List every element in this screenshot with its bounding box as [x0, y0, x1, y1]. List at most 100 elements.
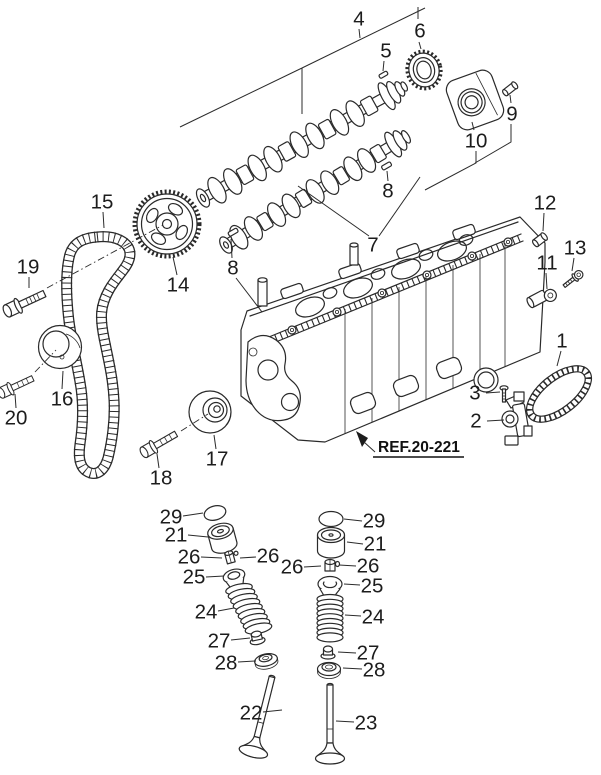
- callout-29: 29: [160, 506, 183, 529]
- callout-25: 25: [183, 566, 206, 589]
- callout-26: 26: [178, 546, 201, 569]
- valve-lifter-left: [207, 522, 238, 554]
- ref-arrow-icon: [356, 431, 368, 447]
- leader-line: [474, 124, 512, 164]
- leader-line: [14, 393, 17, 409]
- leader-line: [205, 575, 225, 578]
- woodruff-key-8a: [381, 161, 393, 171]
- cam-bearing-housing: [445, 69, 505, 131]
- leader-line: [346, 541, 364, 545]
- exhaust-valve: [314, 682, 346, 765]
- leader-line: [542, 212, 545, 232]
- callout-27: 27: [357, 642, 380, 665]
- leader-line: [335, 720, 355, 723]
- valve-stem-seal-left: [249, 630, 266, 646]
- callout-17: 17: [206, 448, 229, 471]
- valve-spring-right: [316, 593, 344, 643]
- axis-line-20-16: [34, 349, 57, 373]
- spring-retainer-left: [222, 568, 246, 589]
- belt-idler-pulley: [188, 390, 232, 434]
- belt-tensioner-pulley: [37, 324, 83, 370]
- callout-4: 4: [353, 8, 364, 31]
- leader-line: [303, 565, 322, 568]
- leader-line: [556, 350, 562, 367]
- leader-line: [424, 151, 477, 191]
- screw-13: [562, 269, 584, 289]
- leader-line: [418, 41, 422, 50]
- sensor-bolt-11: [526, 288, 557, 309]
- callout-27: 27: [208, 630, 231, 653]
- callout-8: 8: [382, 180, 393, 203]
- callout-26: 26: [281, 556, 304, 579]
- leader-line: [485, 391, 501, 394]
- callout-24: 24: [195, 601, 218, 624]
- leader-line: [545, 272, 548, 290]
- callout-7: 7: [367, 234, 378, 257]
- valve-stem-seal-right: [320, 645, 336, 660]
- valve-keepers-left: [224, 550, 239, 565]
- leader-line: [301, 7, 426, 69]
- screw-3: [499, 385, 509, 403]
- callout-5: 5: [380, 40, 391, 63]
- valve-shim-right: [318, 510, 344, 528]
- cylinder-head: [240, 216, 546, 443]
- callout-25: 25: [361, 575, 384, 598]
- callout-26: 26: [257, 545, 280, 568]
- leader-line: [486, 419, 505, 422]
- leader-line: [343, 583, 361, 586]
- callout-28: 28: [363, 659, 386, 682]
- camshaft-intake: [195, 80, 409, 208]
- leader-line: [358, 28, 361, 39]
- callout-6: 6: [414, 20, 425, 43]
- leader-line: [571, 257, 575, 272]
- valve-shim-left: [203, 505, 227, 521]
- callout-1: 1: [556, 330, 567, 353]
- leader-line: [344, 614, 362, 617]
- bolt-9: [502, 81, 519, 97]
- leader-line: [471, 121, 475, 131]
- intake-valve: [238, 674, 276, 759]
- valve-lifter-right: [316, 526, 346, 559]
- camshaft-sprocket-small: [405, 49, 443, 91]
- callout-24: 24: [362, 606, 385, 629]
- leader-line: [172, 256, 178, 276]
- leader-line: [179, 67, 303, 128]
- axis-line-18-17: [180, 413, 209, 432]
- leader-line: [182, 512, 204, 517]
- callout-20: 20: [5, 407, 28, 430]
- valve-spring-left: [225, 582, 273, 635]
- spring-retainer-right: [317, 575, 343, 598]
- callout-29: 29: [363, 510, 386, 533]
- timing-belt: [61, 231, 136, 479]
- bolt-18: [139, 430, 179, 459]
- leader-line: [230, 637, 251, 641]
- bolt-19: [2, 289, 47, 318]
- woodruff-key-5: [378, 70, 389, 79]
- callout-16: 16: [51, 388, 74, 411]
- leader-line: [237, 660, 257, 663]
- spring-seat-right: [316, 661, 342, 679]
- callout-2: 2: [470, 410, 481, 433]
- leader-line: [230, 238, 233, 259]
- leader-line: [386, 170, 389, 182]
- leader-line: [187, 534, 209, 538]
- leader-line: [102, 211, 105, 229]
- leader-line: [337, 651, 357, 654]
- leader-line: [213, 434, 217, 450]
- chain-tensioner-arm: [501, 391, 533, 446]
- leader-line: [509, 94, 512, 104]
- ref-callout: REF.20-221: [356, 431, 464, 458]
- leader-line: [262, 709, 283, 713]
- callout-14: 14: [167, 274, 190, 297]
- camshaft-exhaust: [219, 130, 412, 254]
- leader-line: [235, 277, 263, 313]
- callout-28: 28: [215, 652, 238, 675]
- callout-12: 12: [534, 192, 557, 215]
- woodruff-key-8b: [227, 227, 239, 237]
- leader-line: [342, 667, 363, 670]
- leader-line: [343, 518, 363, 522]
- callout-3: 3: [469, 382, 480, 405]
